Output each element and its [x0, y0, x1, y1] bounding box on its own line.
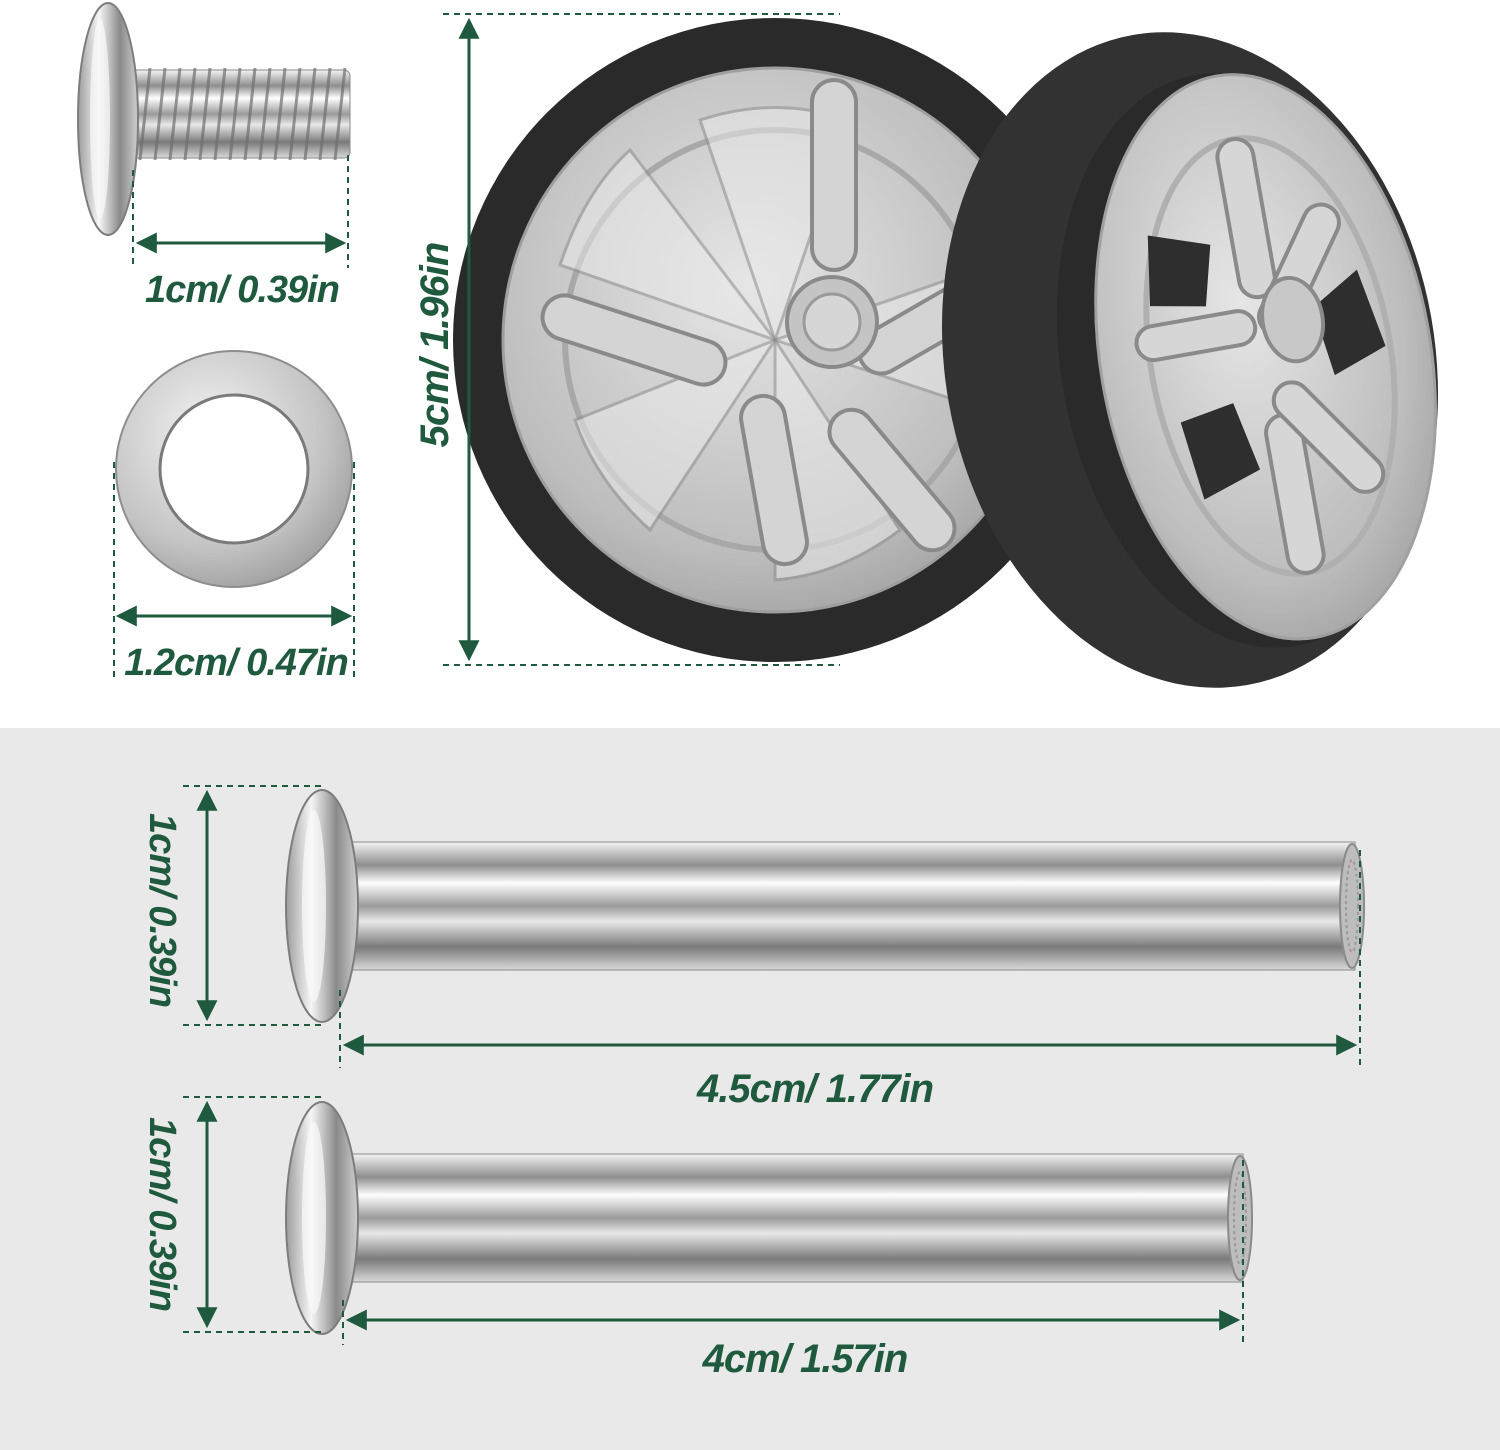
wheel-icon: [453, 18, 1438, 688]
washer-diameter-label: 1.2cm/ 0.47in: [124, 642, 348, 684]
screw-icon: [77, 2, 351, 236]
short-axle-icon: [285, 1101, 1253, 1335]
short-axle-head-label: 1cm/ 0.39in: [141, 1117, 183, 1311]
long-axle-head-label: 1cm/ 0.39in: [141, 813, 183, 1007]
wheel-diameter-label: 5cm/ 1.96in: [413, 243, 457, 448]
long-axle-icon: [285, 789, 1365, 1023]
screw-width-label: 1cm/ 0.39in: [145, 269, 339, 311]
short-axle-length-label: 4cm/ 1.57in: [702, 1337, 908, 1381]
long-axle-length-label: 4.5cm/ 1.77in: [696, 1067, 933, 1111]
washer-icon: [114, 350, 354, 588]
